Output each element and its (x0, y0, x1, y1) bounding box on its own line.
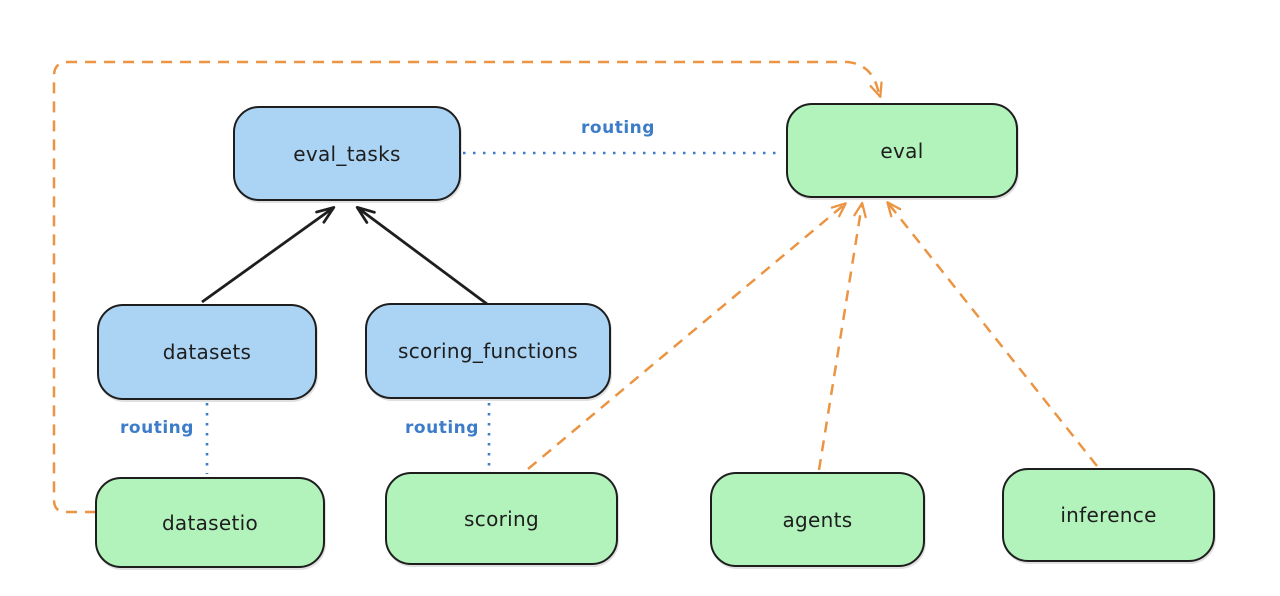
node-eval-tasks-label: eval_tasks (293, 141, 401, 166)
node-agents-label: agents (782, 507, 853, 532)
routing-label-datasets-datasetio: routing (120, 418, 194, 438)
node-agents: agents (710, 472, 925, 567)
node-eval-label: eval (880, 138, 924, 163)
node-eval-tasks: eval_tasks (233, 106, 461, 201)
edge-scoring-functions-to-eval-tasks (355, 206, 488, 306)
routing-label-eval-tasks-eval: routing (581, 118, 655, 138)
edge-inference-to-eval (886, 201, 1098, 467)
node-datasetio-label: datasetio (161, 510, 259, 535)
node-inference: inference (1002, 468, 1215, 562)
node-datasets-label: datasets (162, 340, 252, 364)
routing-label-scoring-functions-scoring: routing (405, 418, 479, 438)
node-scoring-functions-label: scoring_functions (397, 339, 579, 363)
node-datasets: datasets (97, 304, 317, 400)
edge-datasets-to-eval-tasks (201, 206, 336, 304)
edge-scoring-to-eval (527, 202, 847, 470)
edge-agents-to-eval (817, 201, 867, 471)
node-inference-label: inference (1060, 503, 1157, 527)
edge-datasetio-to-eval (52, 60, 883, 514)
node-datasetio: datasetio (95, 477, 325, 568)
node-scoring: scoring (385, 472, 618, 565)
node-scoring-label: scoring (464, 506, 539, 531)
node-eval: eval (786, 103, 1018, 198)
node-scoring-functions: scoring_functions (365, 303, 611, 399)
